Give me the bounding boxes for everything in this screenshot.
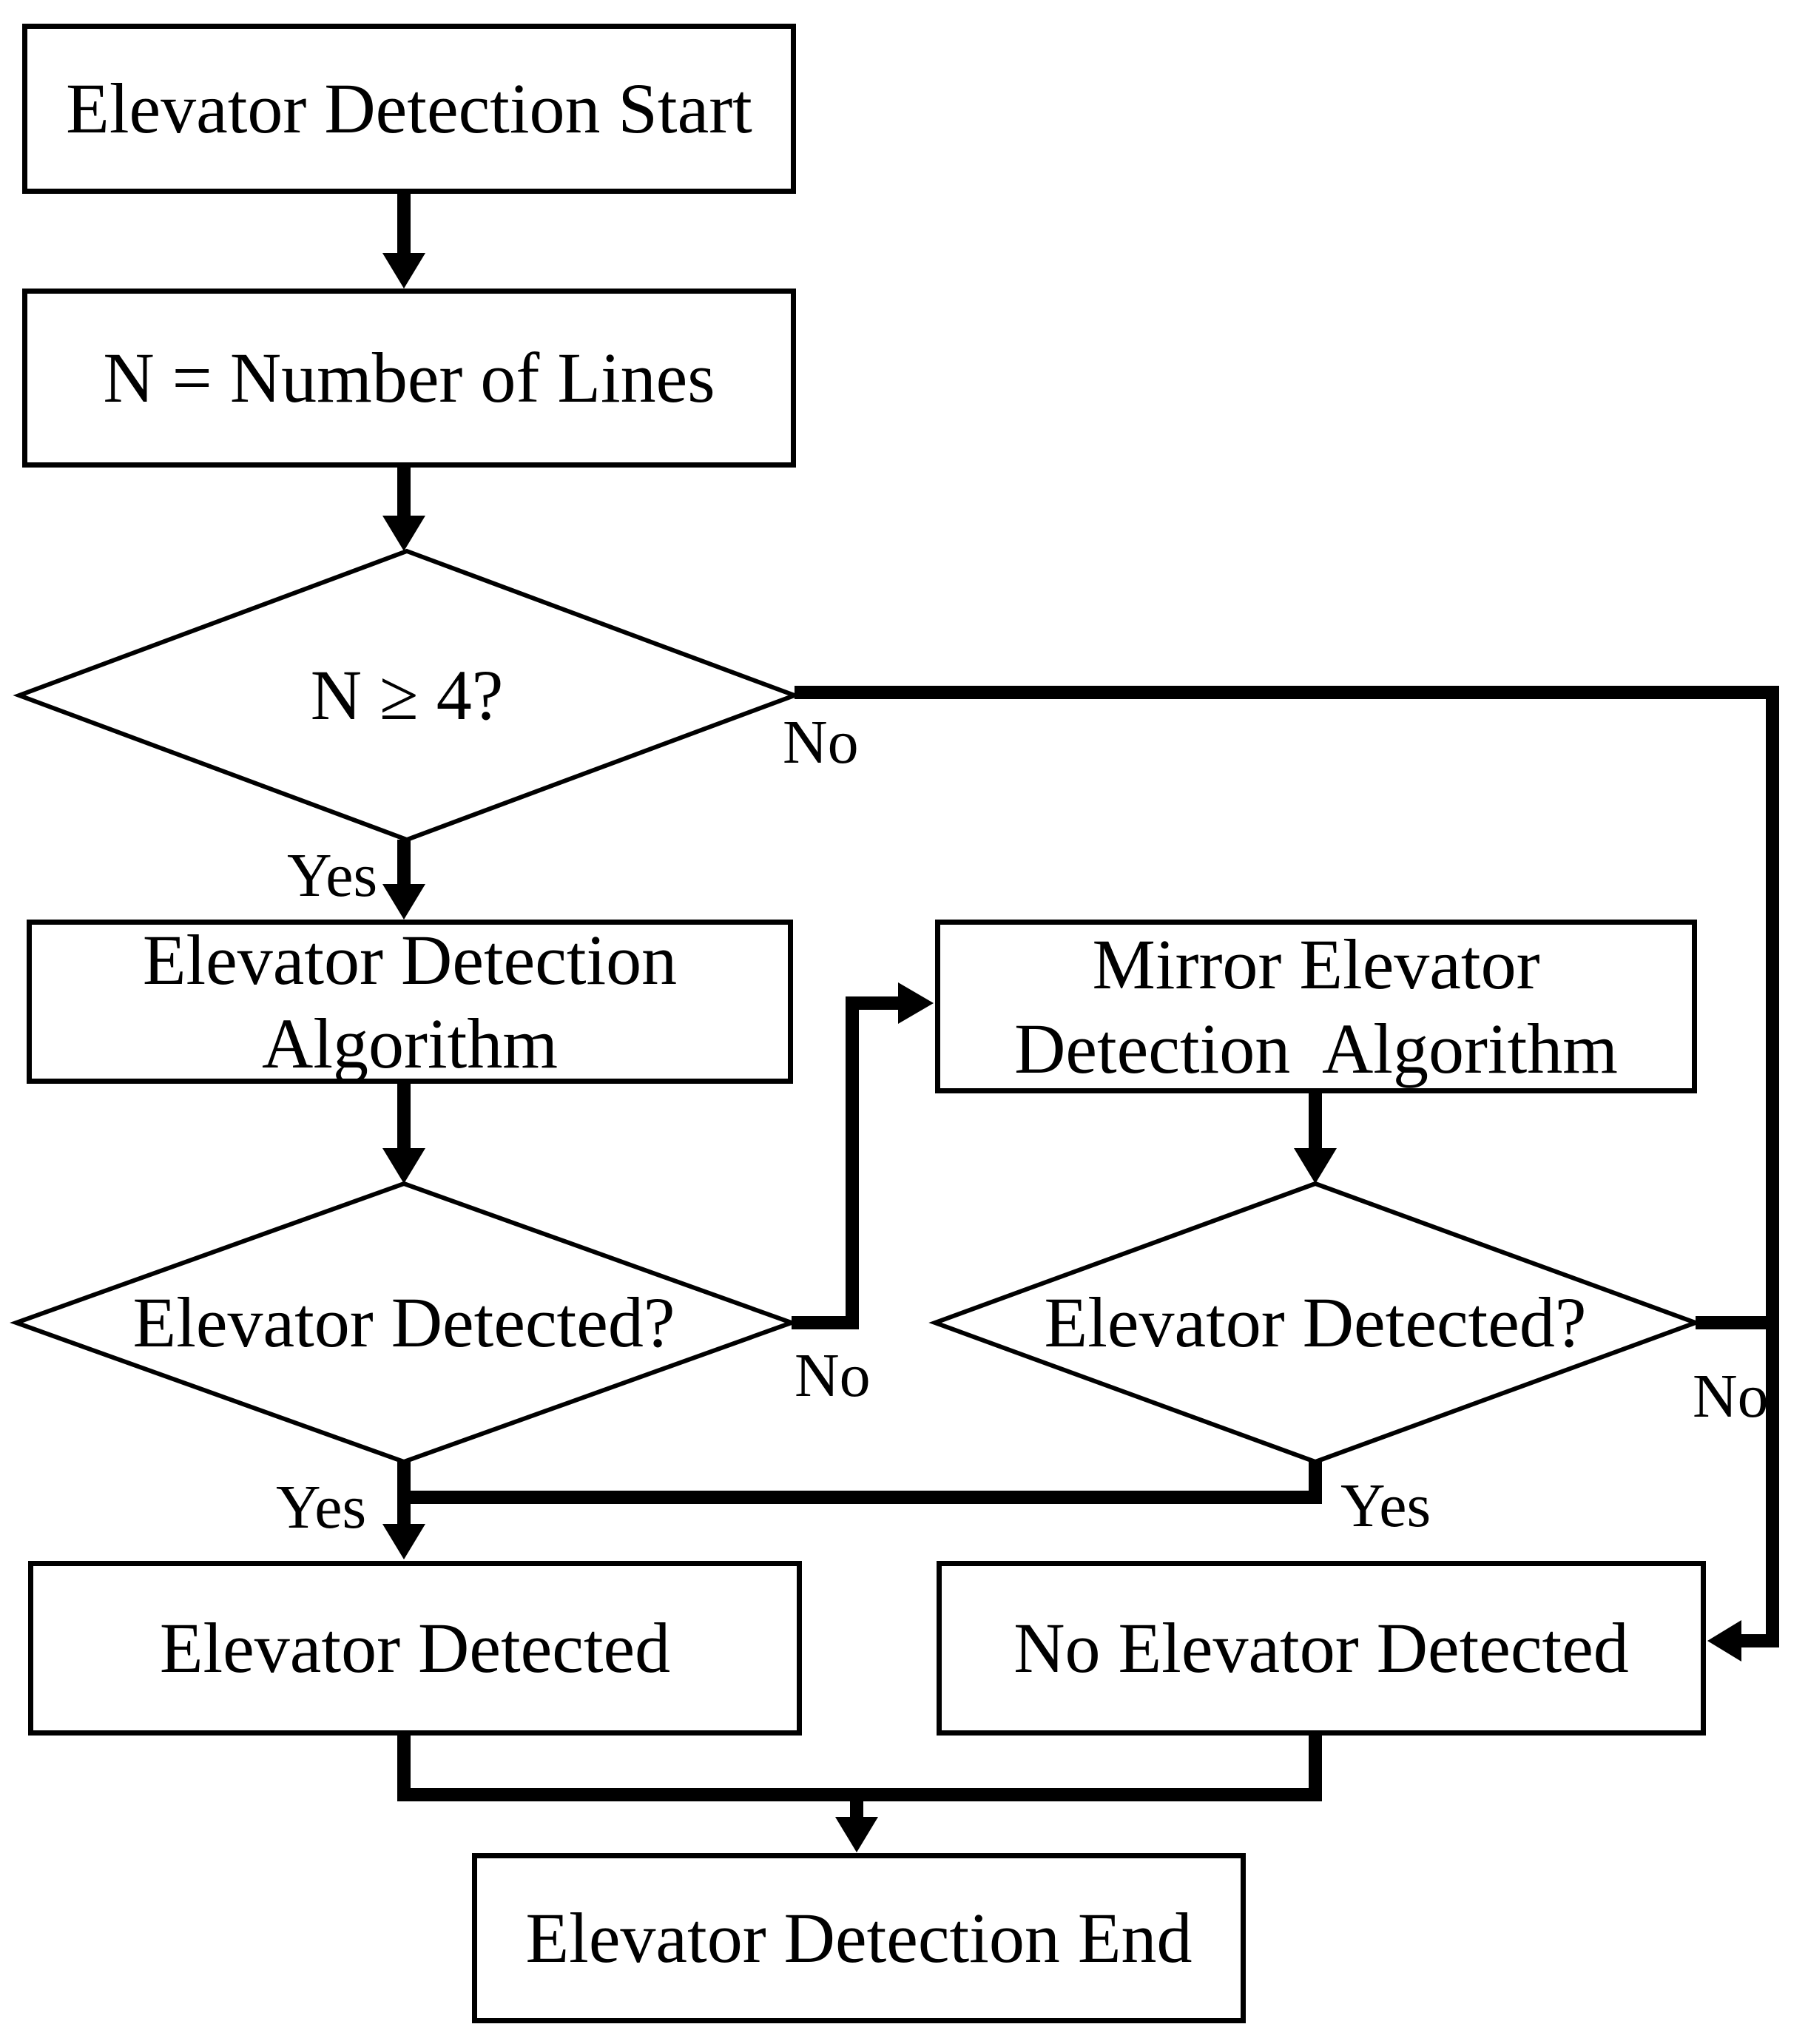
edge-mirror-check-yes [404,1462,1322,1504]
arrowhead-mirror-to-check [1294,1148,1337,1184]
node-not-detected: No Elevator Detected [937,1561,1706,1736]
arrowhead-check-n-yes [382,884,425,920]
edge-label-check-detected-mirror-yes: Yes [1340,1471,1431,1540]
node-count-lines: N = Number of Lines [22,289,796,468]
arrowhead-algorithm-to-check [382,1148,425,1184]
edge-label-check-n-yes: Yes [287,841,378,910]
node-end: Elevator Detection End [472,1853,1246,2023]
diamond-check-detected-mirror-label: Elevator Detected? [1044,1283,1587,1363]
node-start: Elevator Detection Start [22,24,796,194]
edge-label-check-detected-yes: Yes [276,1473,367,1542]
arrowhead-count-to-check-n [382,516,425,551]
node-not-detected-label: No Elevator Detected [1013,1608,1629,1688]
edge-merge-to-end [397,1736,1322,1801]
node-algorithm-line2: Algorithm [262,1004,558,1083]
arrowhead-into-mirror [898,982,934,1024]
node-mirror-algorithm-line2: Detection Algorithm [1014,1008,1618,1088]
node-detected: Elevator Detected [28,1561,802,1736]
arrowhead-into-not-detected [1707,1620,1741,1662]
edge-check-no-to-mirror [792,996,898,1329]
node-mirror-algorithm: Mirror Elevator Detection Algorithm [935,920,1697,1093]
diamond-check-n-label: N ≥ 4? [310,655,504,735]
edge-check-n-no-rail [795,686,1779,1647]
node-detected-label: Elevator Detected [159,1608,671,1688]
edge-label-check-detected-no: No [795,1341,871,1410]
node-mirror-algorithm-line1: Mirror Elevator [1092,925,1540,1005]
edge-label-check-n-no: No [783,708,859,777]
arrowhead-start-to-count [382,253,425,289]
arrowhead-into-end [835,1817,878,1852]
node-start-label: Elevator Detection Start [66,69,752,149]
edge-label-check-detected-mirror-no: No [1693,1362,1769,1431]
node-count-lines-label: N = Number of Lines [103,338,715,418]
node-algorithm-line1: Elevator Detection [142,920,678,999]
node-algorithm: Elevator Detection Algorithm [27,920,793,1084]
node-end-label: Elevator Detection End [525,1898,1193,1978]
diamond-check-detected-label: Elevator Detected? [132,1283,675,1363]
arrowhead-into-detected [382,1524,425,1559]
